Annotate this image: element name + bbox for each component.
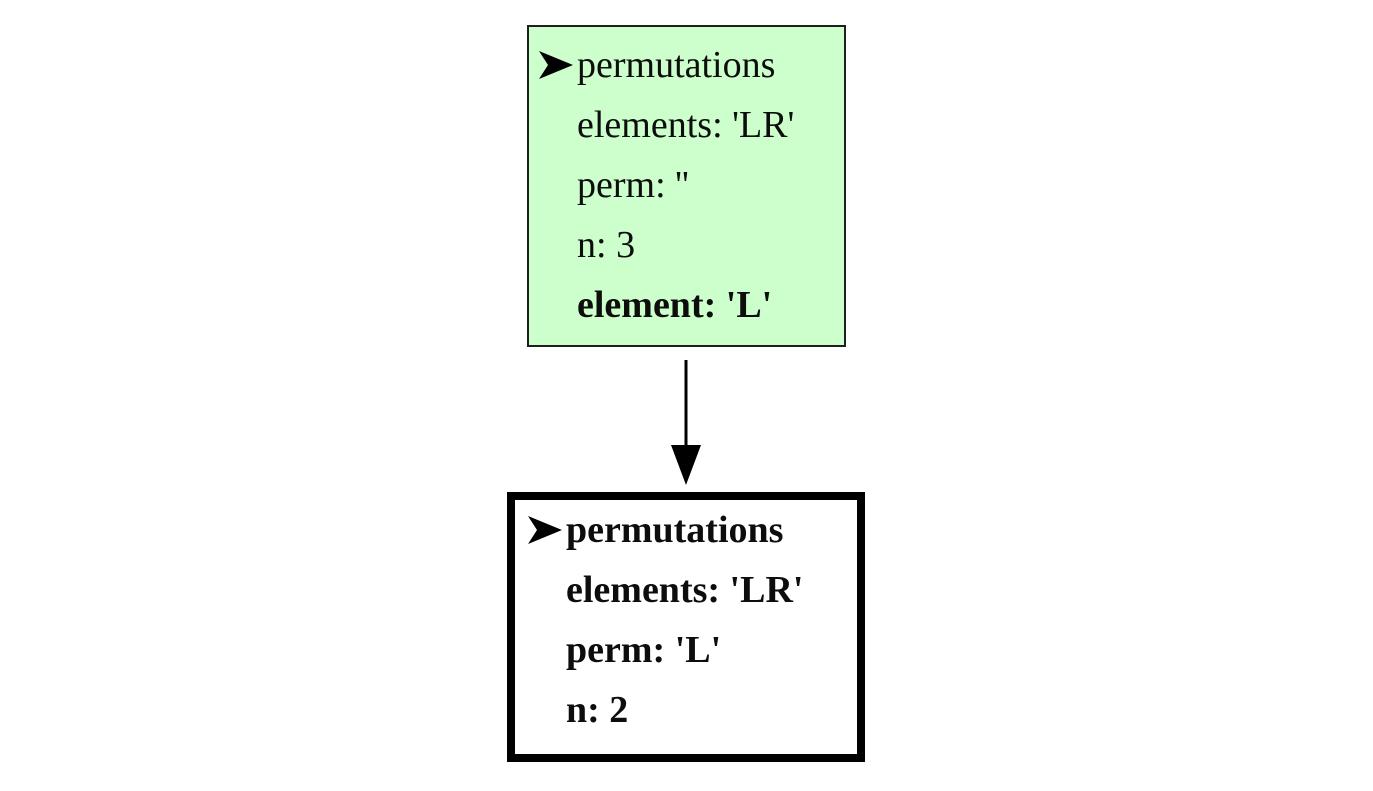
variable-value: 2 bbox=[609, 689, 629, 731]
separator: : bbox=[652, 629, 675, 671]
variable-name: elements bbox=[577, 104, 713, 146]
variable-row: perm: '' bbox=[539, 155, 844, 215]
variable-row: element: 'L' bbox=[539, 275, 844, 335]
execution-pointer-icon bbox=[528, 516, 566, 544]
separator: : bbox=[655, 164, 676, 206]
separator: : bbox=[707, 569, 730, 611]
separator: : bbox=[712, 104, 733, 146]
frame-title-row: permutations bbox=[528, 500, 857, 560]
variable-name: n bbox=[577, 224, 596, 266]
variable-name: n bbox=[566, 689, 588, 731]
variable-name: element bbox=[577, 284, 704, 326]
call-arrow-icon bbox=[671, 360, 701, 485]
variable-name: elements bbox=[566, 569, 708, 611]
execution-pointer-icon bbox=[539, 51, 577, 79]
variable-value: 'L' bbox=[725, 284, 773, 326]
variable-row: elements: 'LR' bbox=[539, 95, 844, 155]
separator: : bbox=[587, 689, 610, 731]
variable-row: n: 3 bbox=[539, 215, 844, 275]
variable-value: '' bbox=[675, 164, 689, 206]
variable-name: perm bbox=[577, 164, 656, 206]
stack-frame-caller: permutations elements: 'LR' perm: '' n: … bbox=[527, 25, 846, 347]
separator: : bbox=[596, 224, 617, 266]
variable-value: 'L' bbox=[674, 629, 722, 671]
stack-frame-current: permutations elements: 'LR' perm: 'L' n:… bbox=[507, 492, 865, 762]
variable-name: perm bbox=[566, 629, 653, 671]
frame-function-name: permutations bbox=[566, 509, 784, 551]
variable-value: 3 bbox=[616, 224, 636, 266]
frame-function-name: permutations bbox=[577, 44, 776, 86]
variable-row: elements: 'LR' bbox=[528, 560, 857, 620]
variable-row: perm: 'L' bbox=[528, 620, 857, 680]
separator: : bbox=[703, 284, 726, 326]
variable-value: 'LR' bbox=[729, 569, 804, 611]
frame-title-row: permutations bbox=[539, 35, 844, 95]
variable-value: 'LR' bbox=[732, 104, 795, 146]
variable-row: n: 2 bbox=[528, 680, 857, 740]
